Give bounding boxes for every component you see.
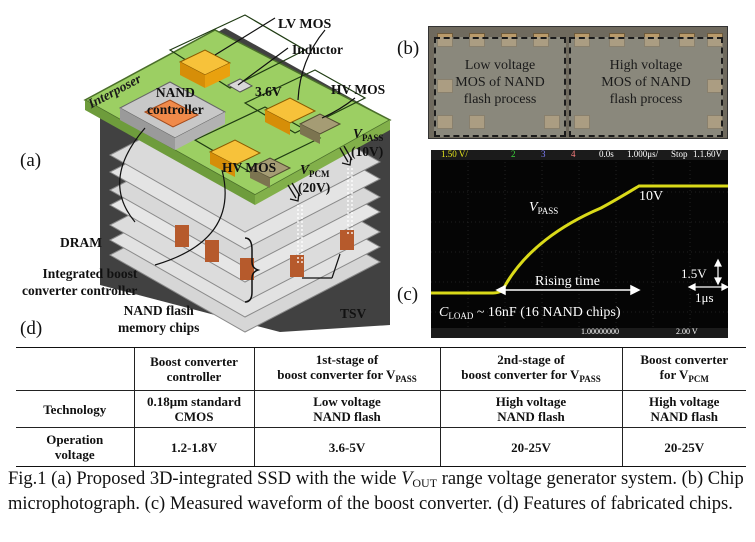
table-cell: Low voltage NAND flash bbox=[253, 390, 440, 428]
table-row: Operation voltage 1.2-1.8V 3.6-5V 20-25V… bbox=[16, 427, 746, 467]
table-header-cell: Boost converter for VPCM bbox=[621, 347, 746, 391]
scope-ch1: 1.50 V/ bbox=[441, 150, 468, 159]
scope-vdiv: 1.5V bbox=[681, 266, 707, 281]
scope-tdiv: 1μs bbox=[695, 290, 714, 305]
table-header-row: Boost converter controller 1st-stage of … bbox=[16, 347, 746, 391]
scope-plot bbox=[431, 162, 728, 328]
leader-lines bbox=[119, 17, 356, 279]
table-cell: 1.2-1.8V bbox=[133, 427, 254, 467]
ssd-3d-diagram bbox=[83, 14, 392, 333]
table-cell: 20-25V bbox=[621, 427, 746, 467]
lv-mos-region bbox=[434, 37, 566, 137]
hv-mos-region-text: High voltage MOS of NAND flash process bbox=[601, 58, 691, 107]
table-cell: 0.18μm standard CMOS bbox=[133, 390, 254, 428]
down-arrows bbox=[287, 145, 353, 265]
figure-caption: Fig.1 (a) Proposed 3D-integrated SSD wit… bbox=[8, 469, 744, 514]
label-v-pass: VPASS (10V) bbox=[351, 126, 384, 159]
label-tsv: TSV bbox=[340, 306, 367, 321]
chip-microphotograph: Low voltage MOS of NAND flash process Hi… bbox=[428, 26, 728, 139]
label-voltage-3.6: 3.6V bbox=[255, 84, 282, 99]
table-header-cell: 2nd-stage of boost converter for VPASS bbox=[439, 347, 622, 391]
scope-rising-time: Rising time bbox=[535, 274, 600, 289]
nand-brace bbox=[244, 237, 261, 303]
inductor-chip bbox=[226, 78, 254, 93]
features-table: Boost converter controller 1st-stage of … bbox=[16, 347, 746, 467]
panel-label-c: (c) bbox=[397, 284, 419, 305]
table-cell: 3.6-5V bbox=[253, 427, 440, 467]
table-header-cell bbox=[16, 347, 134, 391]
panel-label-b: (b) bbox=[397, 38, 420, 59]
scope-vpass-label: VPASS bbox=[529, 200, 559, 216]
table-header-cell: Boost converter controller bbox=[133, 347, 254, 391]
rising-time-arrow bbox=[495, 284, 641, 296]
label-dram: DRAM bbox=[60, 235, 102, 250]
table-cell: High voltage NAND flash bbox=[439, 390, 622, 428]
table-cell: High voltage NAND flash bbox=[621, 390, 746, 428]
oscilloscope-screen: 1.50 V/ 2 3 4 0.0s 1.000μs/ Stop 1.1.60V bbox=[431, 150, 728, 338]
label-v-pcm: VPCM (20V) bbox=[298, 162, 331, 195]
table-row-label: Technology bbox=[16, 390, 134, 428]
panel-label-a: (a) bbox=[20, 150, 42, 171]
scope-c-load: CLOAD ~ 16nF (16 NAND chips) bbox=[439, 305, 621, 321]
label-nand-chips: NAND flash memory chips bbox=[118, 303, 200, 335]
tsv-pillars bbox=[175, 225, 354, 280]
label-nand-controller: NAND controller bbox=[147, 85, 204, 117]
label-hv-mos-top: HV MOS bbox=[331, 82, 386, 97]
panel-label-d: (d) bbox=[20, 318, 43, 339]
label-boost-controller: Integrated boost converter controller bbox=[22, 266, 138, 298]
label-inductor: Inductor bbox=[292, 42, 344, 57]
table-header-cell: 1st-stage of boost converter for VPASS bbox=[253, 347, 440, 391]
volt-scale-arrow bbox=[687, 258, 728, 291]
table-cell: 20-25V bbox=[439, 427, 622, 467]
table-row: Technology 0.18μm standard CMOS Low volt… bbox=[16, 390, 746, 428]
lv-mos-region-text: Low voltage MOS of NAND flash process bbox=[455, 58, 545, 107]
label-hv-mos-left: HV MOS bbox=[222, 160, 277, 175]
hv-mos-region bbox=[569, 37, 723, 137]
table-row-label: Operation voltage bbox=[16, 427, 134, 467]
label-lv-mos: LV MOS bbox=[278, 17, 332, 32]
scope-final-value: 10V bbox=[639, 189, 664, 204]
